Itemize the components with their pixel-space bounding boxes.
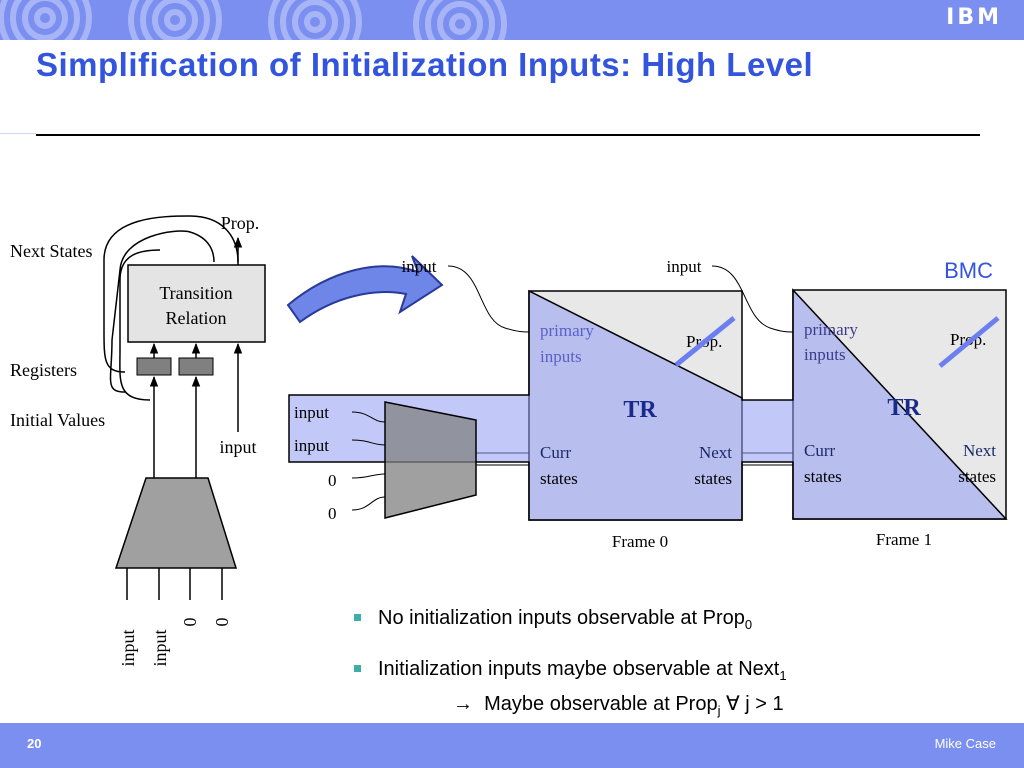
- header-bar: IBM: [0, 0, 1024, 40]
- frame-0-prop-cross: [674, 316, 736, 367]
- frame-0-tr: TR: [623, 397, 657, 423]
- register-2: [178, 357, 214, 376]
- bottom-input-1: input: [150, 629, 170, 667]
- bottom-input-3: 0: [212, 617, 232, 627]
- init-input-1: input: [294, 436, 329, 455]
- cone-of-influence-overlay: [288, 288, 1008, 521]
- frame-1-curr: Curr: [804, 441, 836, 460]
- title-divider-left: [0, 133, 36, 134]
- frame-1-prop-cross: [938, 316, 1000, 368]
- author-name: Mike Case: [934, 736, 996, 751]
- register-1: [136, 357, 172, 376]
- frame-1-next: Next: [963, 441, 996, 460]
- circles-pattern: [0, 0, 507, 40]
- footer-bar: 20 Mike Case: [0, 723, 1024, 768]
- frame-0-primary: primary: [540, 321, 594, 340]
- frame-0-label: Frame 0: [612, 532, 668, 551]
- initial-values-label: Initial Values: [10, 410, 105, 430]
- bullet-item: Initialization inputs maybe observable a…: [353, 655, 787, 725]
- frame-0-inputs: inputs: [540, 347, 582, 366]
- init-input-2: 0: [328, 471, 337, 490]
- sub-bullet: → Maybe observable at Propj ∀ j > 1: [378, 690, 787, 725]
- feedback-loop-outer: [103, 215, 239, 373]
- title-divider: [36, 134, 980, 136]
- transition-relation-box: [127, 264, 266, 343]
- ibm-logo: IBM: [946, 5, 1002, 30]
- feedback-loop-mid: [109, 230, 215, 393]
- sub-bullet-tail: ∀ j > 1: [720, 693, 784, 715]
- bullet-item: No initialization inputs observable at P…: [353, 604, 787, 639]
- frame-1-next-states: states: [958, 467, 996, 486]
- frame-0-curr-states: states: [540, 469, 578, 488]
- init-input-0: input: [294, 403, 329, 422]
- transition-diagram: Transition Relation Prop. input Next Sta…: [10, 213, 266, 600]
- unrolled-diagram: input input 0 0 input input primary inpu…: [288, 257, 1008, 551]
- bmc-label: BMC: [944, 258, 993, 283]
- arrow-icon: →: [453, 693, 473, 715]
- bullet-marker: [354, 614, 361, 621]
- init-mux: [114, 477, 238, 569]
- relation-label: Relation: [166, 308, 227, 328]
- next-states-label: Next States: [10, 241, 93, 261]
- page-title: Simplification of Initialization Inputs:…: [36, 46, 814, 83]
- sub-bullet-text: Maybe observable at Prop: [484, 693, 718, 715]
- frame-0-next-states: states: [694, 469, 732, 488]
- bullet-subscript: 0: [744, 617, 753, 632]
- bottom-input-0: input: [118, 629, 138, 667]
- bullet-subscript: 1: [779, 668, 787, 683]
- frame-1-curr-states: states: [804, 467, 842, 486]
- init-mux-frame: [384, 401, 477, 519]
- init-input-3: 0: [328, 504, 337, 523]
- page-number: 20: [27, 736, 42, 751]
- frame-0-next: Next: [699, 443, 732, 462]
- bullet-list: No initialization inputs observable at P…: [353, 604, 787, 725]
- input-label: input: [219, 437, 256, 457]
- bullet-text: Initialization inputs maybe observable a…: [378, 658, 780, 680]
- frame-1-primary: primary: [804, 320, 858, 339]
- top-input-1: input: [667, 257, 702, 276]
- bullet-text: No initialization inputs observable at P…: [378, 607, 745, 629]
- frame-1-label: Frame 1: [876, 530, 932, 549]
- sub-bullet-subscript: j: [717, 703, 721, 718]
- frame-1-tr: TR: [887, 395, 921, 421]
- transition-label: Transition: [159, 283, 232, 303]
- transform-arrow: [286, 255, 444, 324]
- frame-0-curr: Curr: [540, 443, 572, 462]
- registers-label: Registers: [10, 360, 77, 380]
- bmc-diagram: Transition Relation Prop. input Next Sta…: [10, 213, 1008, 600]
- feedback-loop-inner: [119, 249, 161, 401]
- bullet-marker: [354, 665, 361, 672]
- prop-label: Prop.: [221, 213, 260, 233]
- frame-1-inputs: inputs: [804, 345, 846, 364]
- bottom-input-2: 0: [180, 617, 200, 627]
- top-input-0: input: [402, 257, 437, 276]
